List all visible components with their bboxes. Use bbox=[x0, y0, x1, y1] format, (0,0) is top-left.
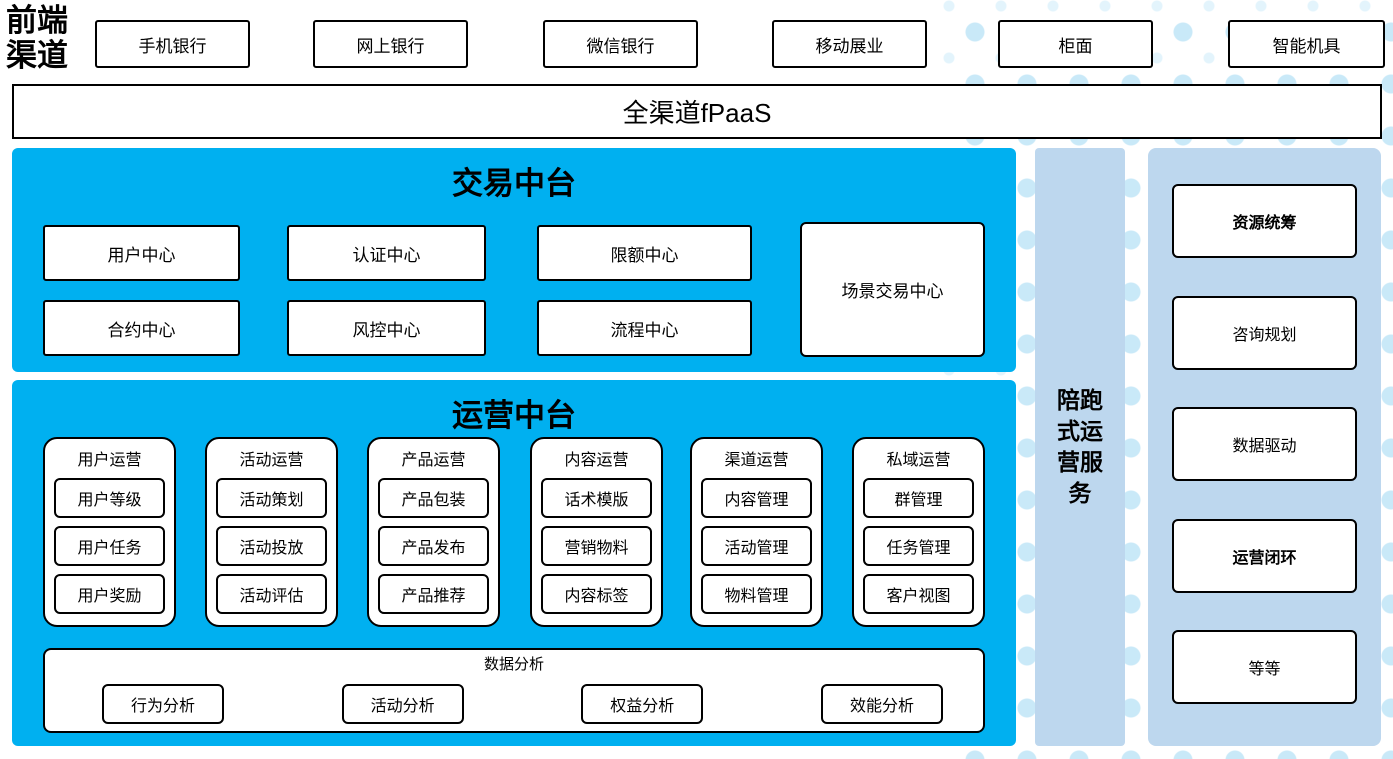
group-user-operations: 用户运营 用户等级 用户任务 用户奖励 bbox=[43, 437, 176, 627]
transaction-platform-title: 交易中台 bbox=[452, 166, 576, 201]
box-etcetera: 等等 bbox=[1172, 630, 1357, 704]
group-item: 内容标签 bbox=[541, 574, 652, 614]
channel-box-online-banking: 网上银行 bbox=[313, 20, 468, 68]
group-item: 用户任务 bbox=[54, 526, 165, 566]
group-item: 话术模版 bbox=[541, 478, 652, 518]
box-efficiency-analysis: 效能分析 bbox=[820, 684, 943, 724]
channel-box-wechat-banking: 微信银行 bbox=[543, 20, 698, 68]
box-user-center: 用户中心 bbox=[43, 225, 240, 281]
group-product-operations: 产品运营 产品包装 产品发布 产品推荐 bbox=[367, 437, 500, 627]
data-analysis-container: 数据分析 行为分析 活动分析 权益分析 效能分析 bbox=[43, 648, 985, 733]
box-operations-closed-loop: 运营闭环 bbox=[1172, 518, 1357, 593]
box-risk-center: 风控中心 bbox=[287, 300, 486, 356]
group-channel-operations: 渠道运营 内容管理 活动管理 物料管理 bbox=[690, 437, 823, 627]
channel-box-smart-devices: 智能机具 bbox=[1228, 20, 1385, 68]
frontend-channels-label: 前端渠道 bbox=[6, 3, 68, 73]
group-item: 客户视图 bbox=[863, 574, 974, 614]
group-item: 产品包装 bbox=[378, 478, 489, 518]
channel-box-counter: 柜面 bbox=[998, 20, 1153, 68]
box-data-driven: 数据驱动 bbox=[1172, 407, 1357, 481]
transaction-platform-panel: 交易中台 用户中心 认证中心 限额中心 合约中心 风控中心 流程中心 场景交易中… bbox=[12, 148, 1016, 372]
group-content-operations: 内容运营 话术模版 营销物料 内容标签 bbox=[530, 437, 663, 627]
box-resource-coordination: 资源统筹 bbox=[1172, 184, 1357, 258]
group-activity-operations: 活动运营 活动策划 活动投放 活动评估 bbox=[205, 437, 338, 627]
group-item: 用户奖励 bbox=[54, 574, 165, 614]
channel-box-mobile-outreach: 移动展业 bbox=[772, 20, 927, 68]
channel-box-mobile-banking: 手机银行 bbox=[95, 20, 250, 68]
group-title: 内容运营 bbox=[564, 452, 629, 469]
box-limit-center: 限额中心 bbox=[537, 225, 752, 281]
group-item: 活动策划 bbox=[216, 478, 327, 518]
data-analysis-row: 行为分析 活动分析 权益分析 效能分析 bbox=[45, 684, 983, 724]
accompanying-operations-service-label: 陪跑式运营服务 bbox=[1057, 386, 1103, 507]
group-item: 内容管理 bbox=[701, 478, 812, 518]
data-analysis-title: 数据分析 bbox=[483, 656, 544, 673]
group-item: 活动管理 bbox=[701, 526, 812, 566]
group-item: 物料管理 bbox=[701, 574, 812, 614]
group-title: 活动运营 bbox=[239, 452, 304, 469]
box-activity-analysis: 活动分析 bbox=[341, 684, 464, 724]
box-process-center: 流程中心 bbox=[537, 300, 752, 356]
operations-platform-title: 运营中台 bbox=[452, 398, 576, 433]
group-item: 营销物料 bbox=[541, 526, 652, 566]
group-item: 群管理 bbox=[863, 478, 974, 518]
box-scenario-transaction-center: 场景交易中心 bbox=[800, 222, 985, 357]
box-contract-center: 合约中心 bbox=[43, 300, 240, 356]
group-item: 活动评估 bbox=[216, 574, 327, 614]
group-item: 产品推荐 bbox=[378, 574, 489, 614]
group-title: 用户运营 bbox=[77, 452, 142, 469]
group-item: 任务管理 bbox=[863, 526, 974, 566]
box-consulting-planning: 咨询规划 bbox=[1172, 295, 1357, 370]
group-item: 用户等级 bbox=[54, 478, 165, 518]
fpaas-bar: 全渠道fPaaS bbox=[12, 84, 1382, 139]
group-title: 私域运营 bbox=[886, 452, 951, 469]
group-title: 产品运营 bbox=[401, 452, 466, 469]
service-items-panel: 资源统筹 咨询规划 数据驱动 运营闭环 等等 bbox=[1148, 148, 1381, 746]
group-private-domain-operations: 私域运营 群管理 任务管理 客户视图 bbox=[852, 437, 985, 627]
group-title: 渠道运营 bbox=[724, 452, 789, 469]
group-item: 活动投放 bbox=[216, 526, 327, 566]
box-auth-center: 认证中心 bbox=[287, 225, 486, 281]
box-benefit-analysis: 权益分析 bbox=[581, 684, 704, 724]
operations-platform-panel: 运营中台 用户运营 用户等级 用户任务 用户奖励 活动运营 活动策划 活动投放 … bbox=[12, 380, 1016, 746]
accompanying-operations-service-bar: 陪跑式运营服务 bbox=[1035, 148, 1125, 746]
box-behavior-analysis: 行为分析 bbox=[102, 684, 224, 724]
group-item: 产品发布 bbox=[378, 526, 489, 566]
